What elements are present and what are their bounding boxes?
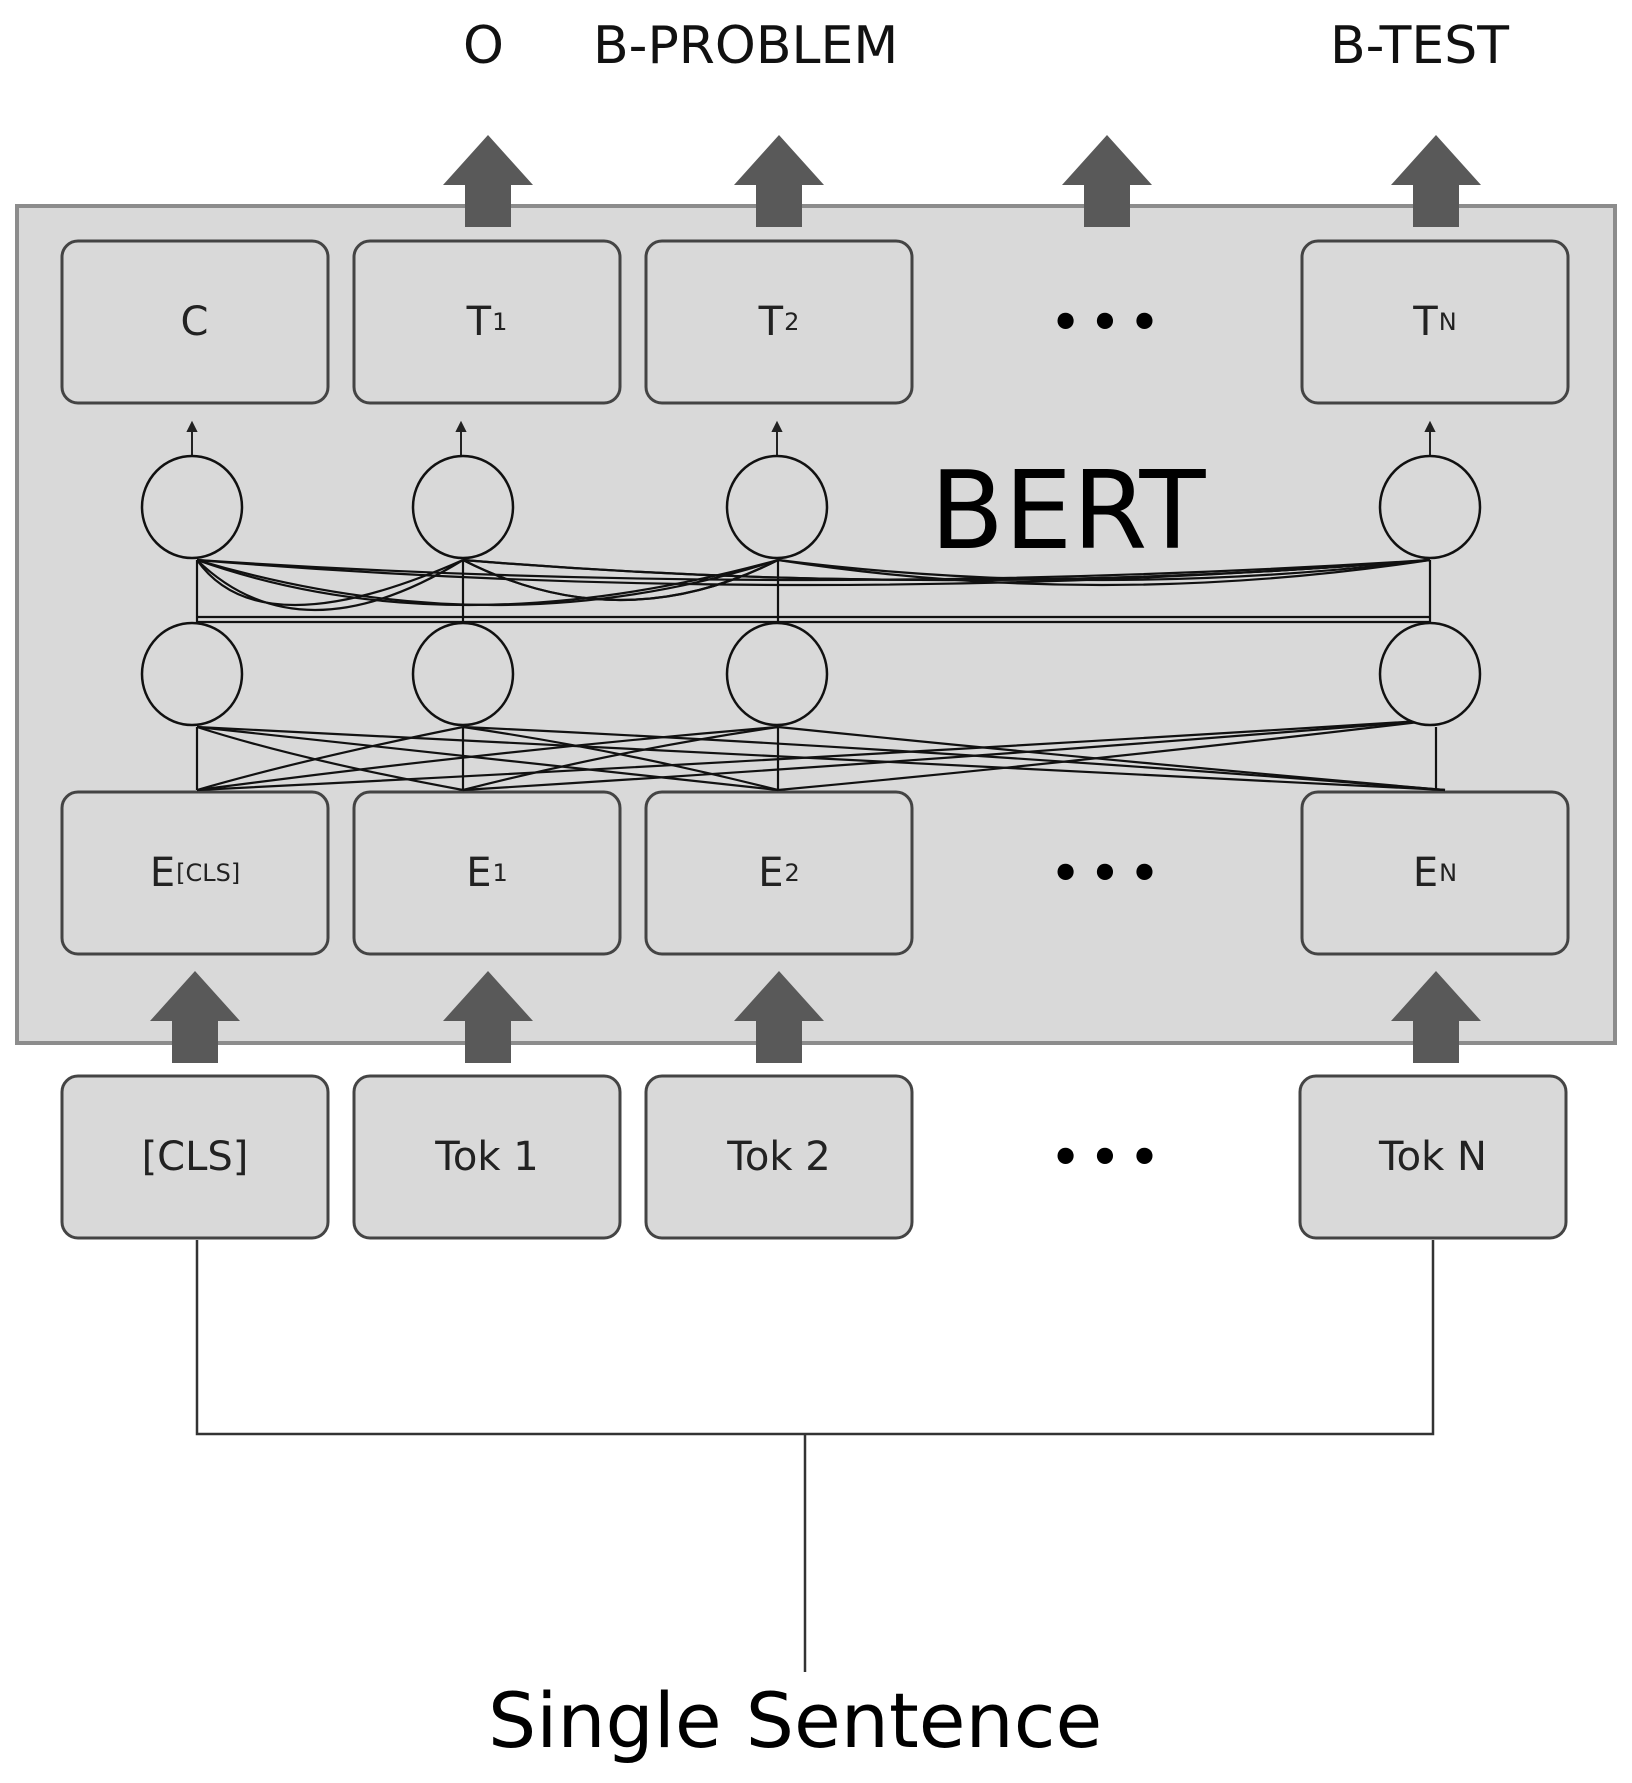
sentence-bracket <box>195 1240 1435 1672</box>
arrow-up-icon <box>443 971 533 1063</box>
ellipsis: ••• <box>1050 295 1170 349</box>
arrow-up-icon <box>150 971 240 1063</box>
arrow-up-icon <box>734 135 824 227</box>
token-label-tok1: Tok 1 <box>435 1134 539 1180</box>
token-label-tokn: Tok N <box>1379 1134 1487 1180</box>
neuron-bottom-4 <box>1378 621 1482 727</box>
token-box-tok1 <box>352 1074 622 1240</box>
embedding-box-cls <box>60 790 330 956</box>
neuron-top-4 <box>1378 454 1482 560</box>
ellipsis: ••• <box>1050 1130 1170 1184</box>
neuron-top-2 <box>411 454 515 560</box>
output-arrows <box>443 135 1481 227</box>
neuron-bottom-2 <box>411 621 515 727</box>
model-title: BERT <box>930 449 1206 574</box>
attention-connections <box>195 558 1446 792</box>
token-box-tok2 <box>644 1074 914 1240</box>
output-label-b-test: B-TEST <box>1330 16 1510 76</box>
output-label-b-problem: B-PROBLEM <box>593 16 899 76</box>
arrow-up-icon <box>1391 135 1481 227</box>
arrow-up-icon <box>1062 135 1152 227</box>
neuron-circles <box>140 454 1482 727</box>
token-box-tokn <box>1298 1074 1568 1240</box>
token-label-tok2: Tok 2 <box>727 1134 831 1180</box>
caption: Single Sentence <box>488 1676 1103 1765</box>
embedding-box-e2 <box>644 790 914 956</box>
output-box-tn <box>1300 239 1570 405</box>
output-box-label: C <box>180 299 209 345</box>
arrow-up-icon <box>734 971 824 1063</box>
token-label-cls: [CLS] <box>141 1134 249 1180</box>
embedding-box-e1 <box>352 790 622 956</box>
embedding-box-en <box>1300 790 1570 956</box>
arrow-up-icon <box>443 135 533 227</box>
output-label-o: O <box>463 16 504 76</box>
output-box-t2 <box>644 239 914 405</box>
small-arrows <box>186 420 1436 456</box>
ellipsis: ••• <box>1050 846 1170 900</box>
output-box-t1 <box>352 239 622 405</box>
output-box-c <box>60 239 330 405</box>
neuron-top-1 <box>140 454 244 560</box>
token-box-cls <box>60 1074 330 1240</box>
neuron-top-3 <box>725 454 829 560</box>
embedding-box-label: E[CLS] <box>149 850 241 896</box>
neuron-bottom-1 <box>140 621 244 727</box>
neuron-bottom-3 <box>725 621 829 727</box>
arrow-up-icon <box>1391 971 1481 1063</box>
input-arrows <box>150 971 1481 1063</box>
